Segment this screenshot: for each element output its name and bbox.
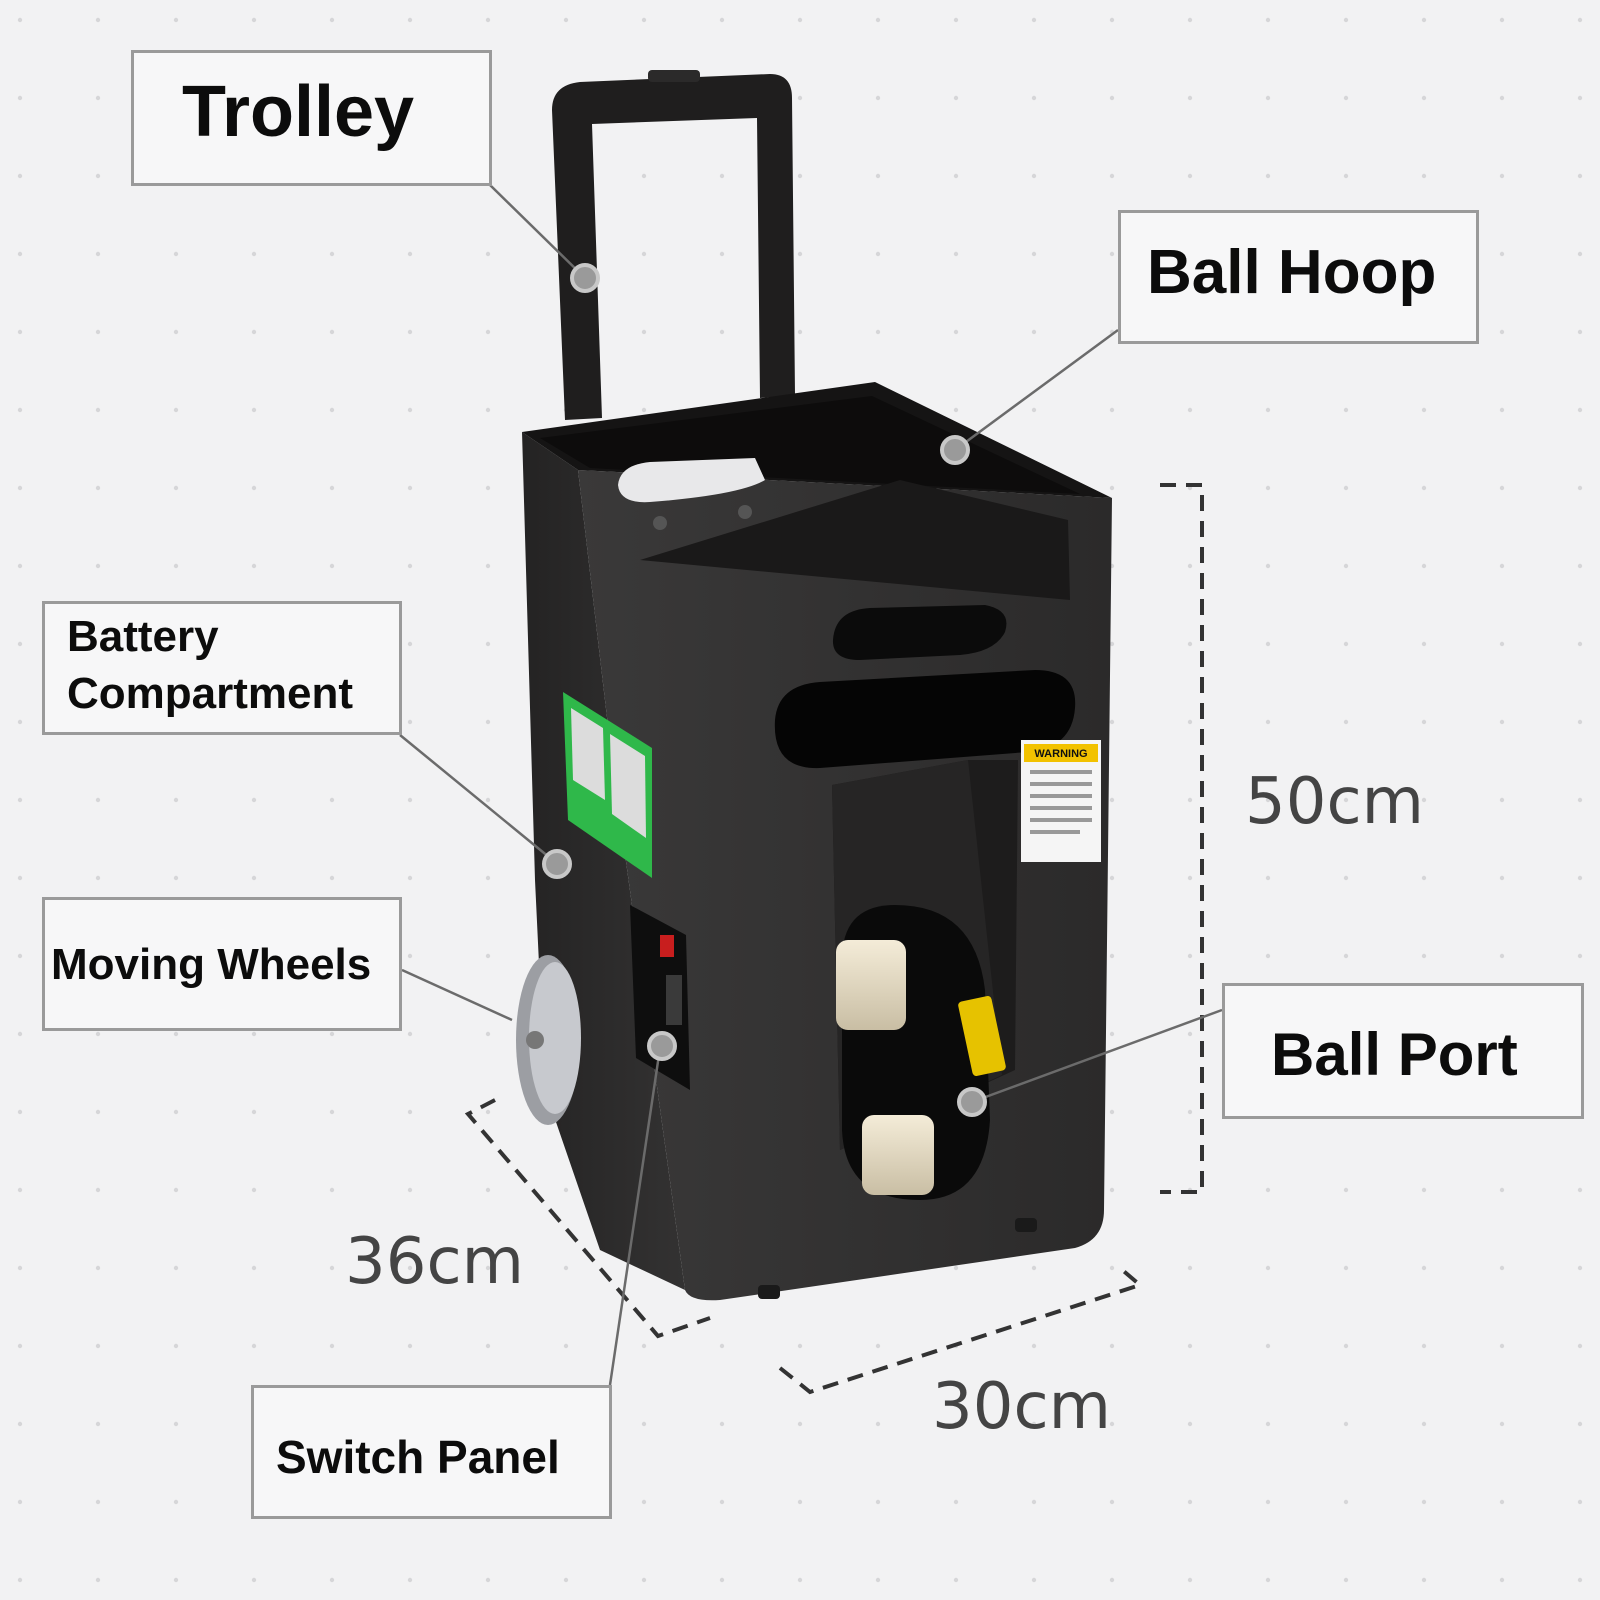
width-dimension-line [778, 1266, 1145, 1395]
handle-slots [774, 605, 1076, 769]
switch-panel-callout-dot [647, 1031, 677, 1061]
callout-leaders [399, 184, 1223, 1386]
width-dimension-label: 30cm [932, 1370, 1111, 1444]
height-dimension-label: 50cm [1245, 765, 1424, 839]
trolley-label-text: Trolley [182, 72, 415, 152]
trolley-callout-dot [570, 263, 600, 293]
wheels-leader [401, 968, 513, 1022]
switch-panel-label-text: Switch Panel [276, 1431, 560, 1483]
battery-label-line1: Battery [67, 612, 219, 661]
battery-callout-dot [542, 849, 572, 879]
ball-port-callout-dot [957, 1087, 987, 1117]
ball-port-label: Ball Port [1222, 983, 1584, 1119]
ball-hoop-label: Ball Hoop [1118, 210, 1479, 344]
warning-sticker: WARNING [1021, 740, 1101, 862]
trolley-leader [489, 184, 586, 279]
trolley-handle [552, 70, 795, 420]
moving-wheels-label: Moving Wheels [42, 897, 402, 1031]
battery-label-line2: Compartment [67, 669, 354, 718]
moving-wheels-label-text: Moving Wheels [51, 940, 372, 989]
warning-sticker-text: WARNING [1034, 748, 1087, 760]
callout-dots [542, 263, 987, 1117]
trolley-label: Trolley [131, 50, 492, 186]
switch-panel-leader [608, 1047, 662, 1386]
ball-hoop-callout-dot [940, 435, 970, 465]
depth-dimension-line [464, 1098, 711, 1339]
ball-hoop-label-text: Ball Hoop [1147, 238, 1437, 307]
height-dimension-line [1160, 483, 1204, 1194]
moving-wheel [516, 955, 581, 1125]
ball-port-label-text: Ball Port [1271, 1021, 1518, 1088]
depth-dimension-label: 36cm [345, 1225, 524, 1299]
switch-panel-label: Switch Panel [251, 1385, 612, 1519]
ball-hoop-opening [522, 382, 1112, 600]
ball-port-cavity [832, 760, 1018, 1200]
machine-foot [1015, 1218, 1037, 1232]
battery-compartment-label: Battery Compartment [42, 601, 402, 735]
qr-code-sticker [563, 692, 652, 878]
machine-foot [758, 1285, 780, 1299]
dimension-lines [464, 483, 1204, 1395]
ball-hoop-leader [954, 328, 1119, 452]
ball-port-leader [971, 1008, 1223, 1104]
battery-leader [399, 734, 556, 863]
